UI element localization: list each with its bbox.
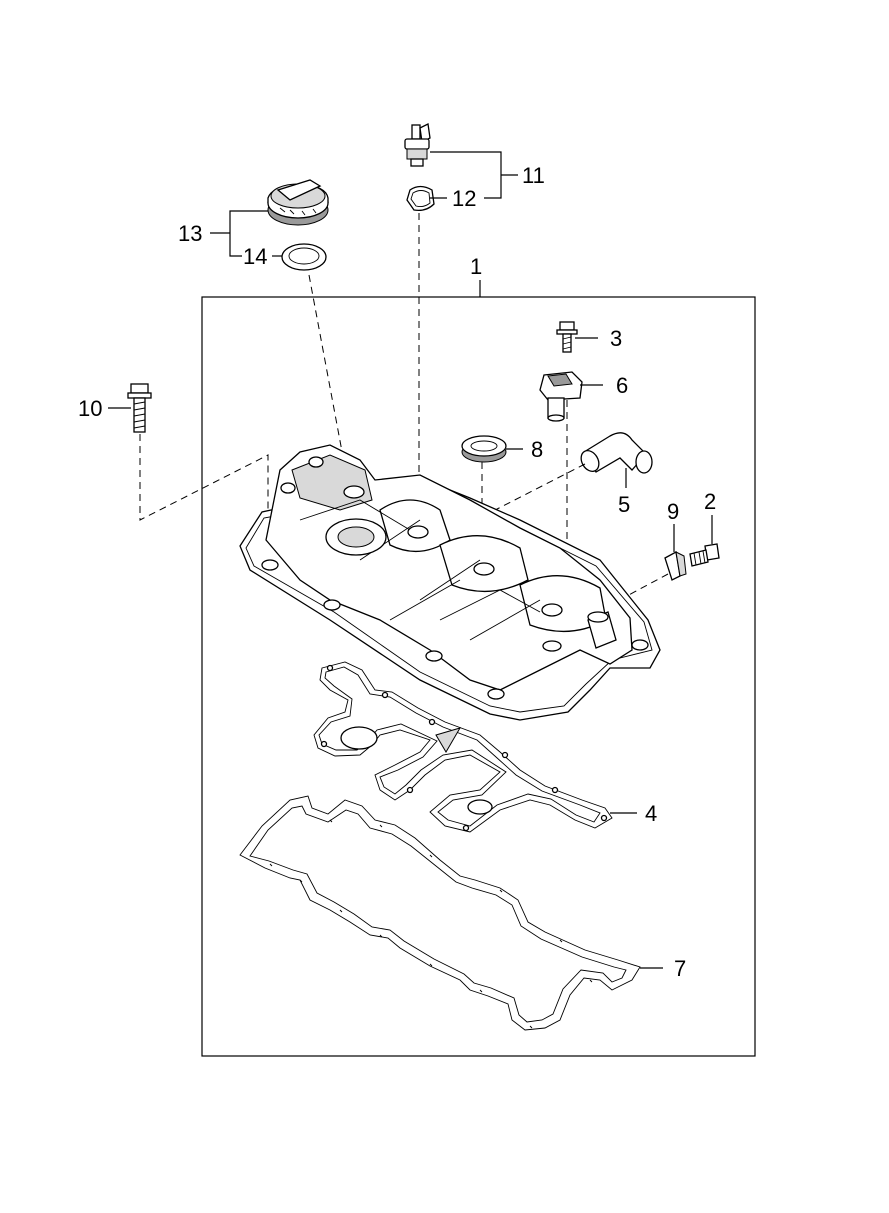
callout-12: 12 xyxy=(452,186,476,211)
part-bolt-10 xyxy=(127,383,152,433)
part-filler-cap-13 xyxy=(267,179,329,226)
callout-1: 1 xyxy=(470,254,482,279)
callout-2: 2 xyxy=(704,489,716,514)
callout-14: 14 xyxy=(243,244,267,269)
part-gasket-4 xyxy=(313,661,613,833)
callout-4: 4 xyxy=(645,801,657,826)
part-bolt-2 xyxy=(689,543,720,567)
callout-10: 10 xyxy=(78,396,102,421)
part-valve-cover-1 xyxy=(239,444,661,721)
callout-3: 3 xyxy=(610,326,622,351)
callout-13: 13 xyxy=(178,221,202,246)
dash-10-cover xyxy=(139,434,269,560)
part-gasket-7 xyxy=(239,795,641,1031)
callout-9: 9 xyxy=(667,499,679,524)
part-gasket-12 xyxy=(406,185,435,212)
part-hose-5 xyxy=(580,432,653,474)
callout-7: 7 xyxy=(674,956,686,981)
assembly-frame xyxy=(201,296,756,1057)
part-oring-14 xyxy=(281,243,327,271)
part-clip-9 xyxy=(664,550,687,581)
callout-8: 8 xyxy=(531,437,543,462)
callout-6: 6 xyxy=(616,373,628,398)
part-bolt-3 xyxy=(556,321,578,353)
part-sensor-6 xyxy=(539,371,583,422)
callout-5: 5 xyxy=(618,492,630,517)
callout-11: 11 xyxy=(522,163,545,188)
leader-13-14 xyxy=(210,210,268,257)
part-seal-8 xyxy=(461,435,507,463)
part-sensor-11 xyxy=(404,123,431,167)
leader-11-12 xyxy=(430,151,518,199)
